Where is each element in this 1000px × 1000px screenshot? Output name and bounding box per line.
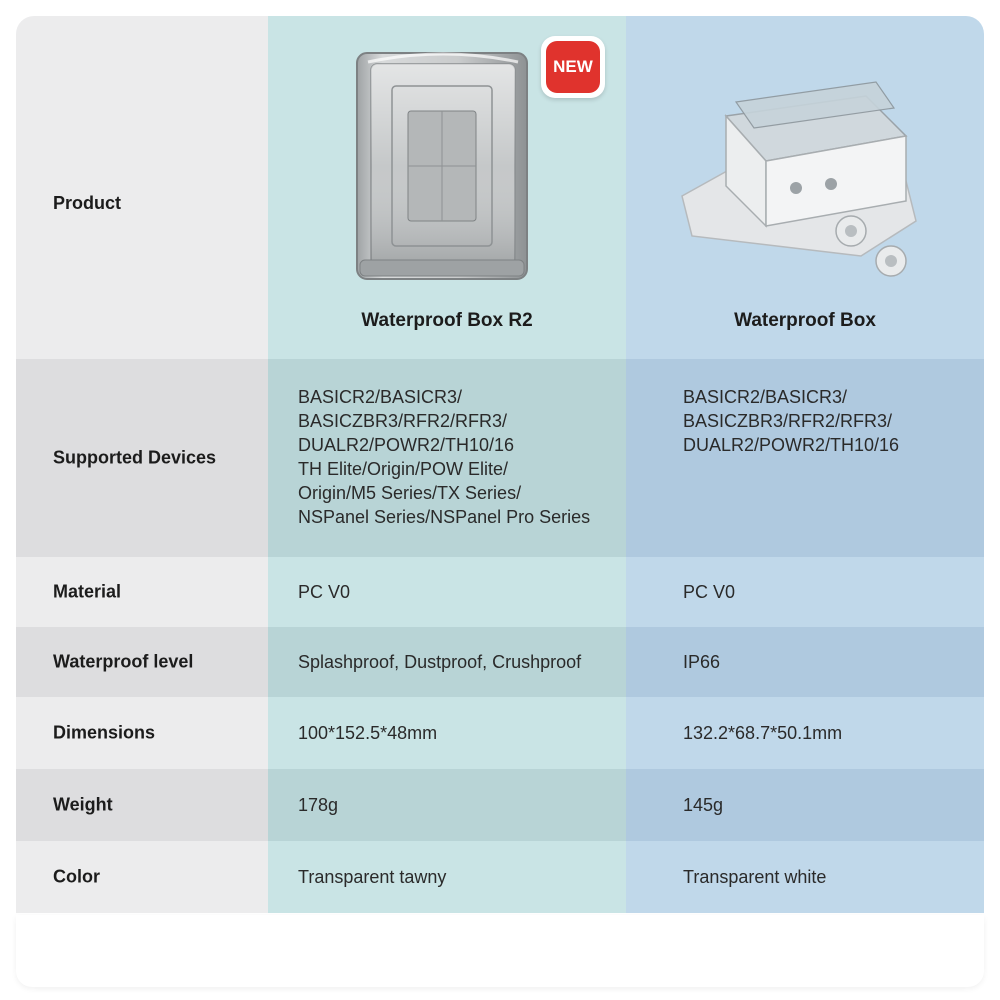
waterproof-box-image bbox=[681, 81, 917, 277]
supported-devices-label: Supported Devices bbox=[53, 447, 217, 468]
waterproof-level-r2: Splashproof, Dustproof, Crushproof bbox=[298, 652, 582, 672]
supported-devices-r2: BASICR2/BASICR3/ BASICZBR3/RFR2/RFR3/ DU… bbox=[298, 387, 591, 527]
product-name-r2: Waterproof Box R2 bbox=[361, 310, 533, 331]
supported-devices-row: Supported Devices BASICR2/BASICR3/ BASIC… bbox=[16, 359, 984, 557]
product-box-cell: Waterproof Box bbox=[626, 16, 984, 359]
product-row: Product bbox=[16, 16, 984, 359]
weight-r2: 178g bbox=[298, 795, 339, 815]
material-row: Material PC V0 PC V0 bbox=[16, 557, 984, 627]
comparison-table: Product bbox=[16, 16, 984, 913]
dimensions-r2: 100*152.5*48mm bbox=[298, 723, 438, 743]
waterproof-level-label: Waterproof level bbox=[53, 651, 194, 672]
dimensions-row: Dimensions 100*152.5*48mm 132.2*68.7*50.… bbox=[16, 697, 984, 769]
weight-row: Weight 178g 145g bbox=[16, 769, 984, 841]
waterproof-level-box: IP66 bbox=[683, 652, 721, 672]
color-box: Transparent white bbox=[683, 867, 827, 887]
color-label: Color bbox=[53, 866, 100, 887]
new-badge-text: NEW bbox=[546, 41, 600, 93]
material-r2: PC V0 bbox=[298, 582, 351, 602]
waterproof-box-r2-image bbox=[356, 52, 528, 280]
weight-box: 145g bbox=[683, 795, 724, 815]
product-name-box: Waterproof Box bbox=[734, 310, 876, 331]
new-badge: NEW bbox=[541, 36, 605, 98]
weight-label: Weight bbox=[53, 794, 113, 815]
waterproof-level-row: Waterproof level Splashproof, Dustproof,… bbox=[16, 627, 984, 697]
material-label: Material bbox=[53, 581, 122, 602]
color-row: Color Transparent tawny Transparent whit… bbox=[16, 841, 984, 913]
bottom-strip bbox=[16, 915, 984, 987]
color-r2: Transparent tawny bbox=[298, 867, 447, 887]
supported-devices-box: BASICR2/BASICR3/ BASICZBR3/RFR2/RFR3/ DU… bbox=[683, 387, 900, 455]
dimensions-label: Dimensions bbox=[53, 722, 156, 743]
material-box: PC V0 bbox=[683, 582, 736, 602]
product-label: Product bbox=[53, 193, 122, 213]
dimensions-box: 132.2*68.7*50.1mm bbox=[683, 723, 843, 743]
